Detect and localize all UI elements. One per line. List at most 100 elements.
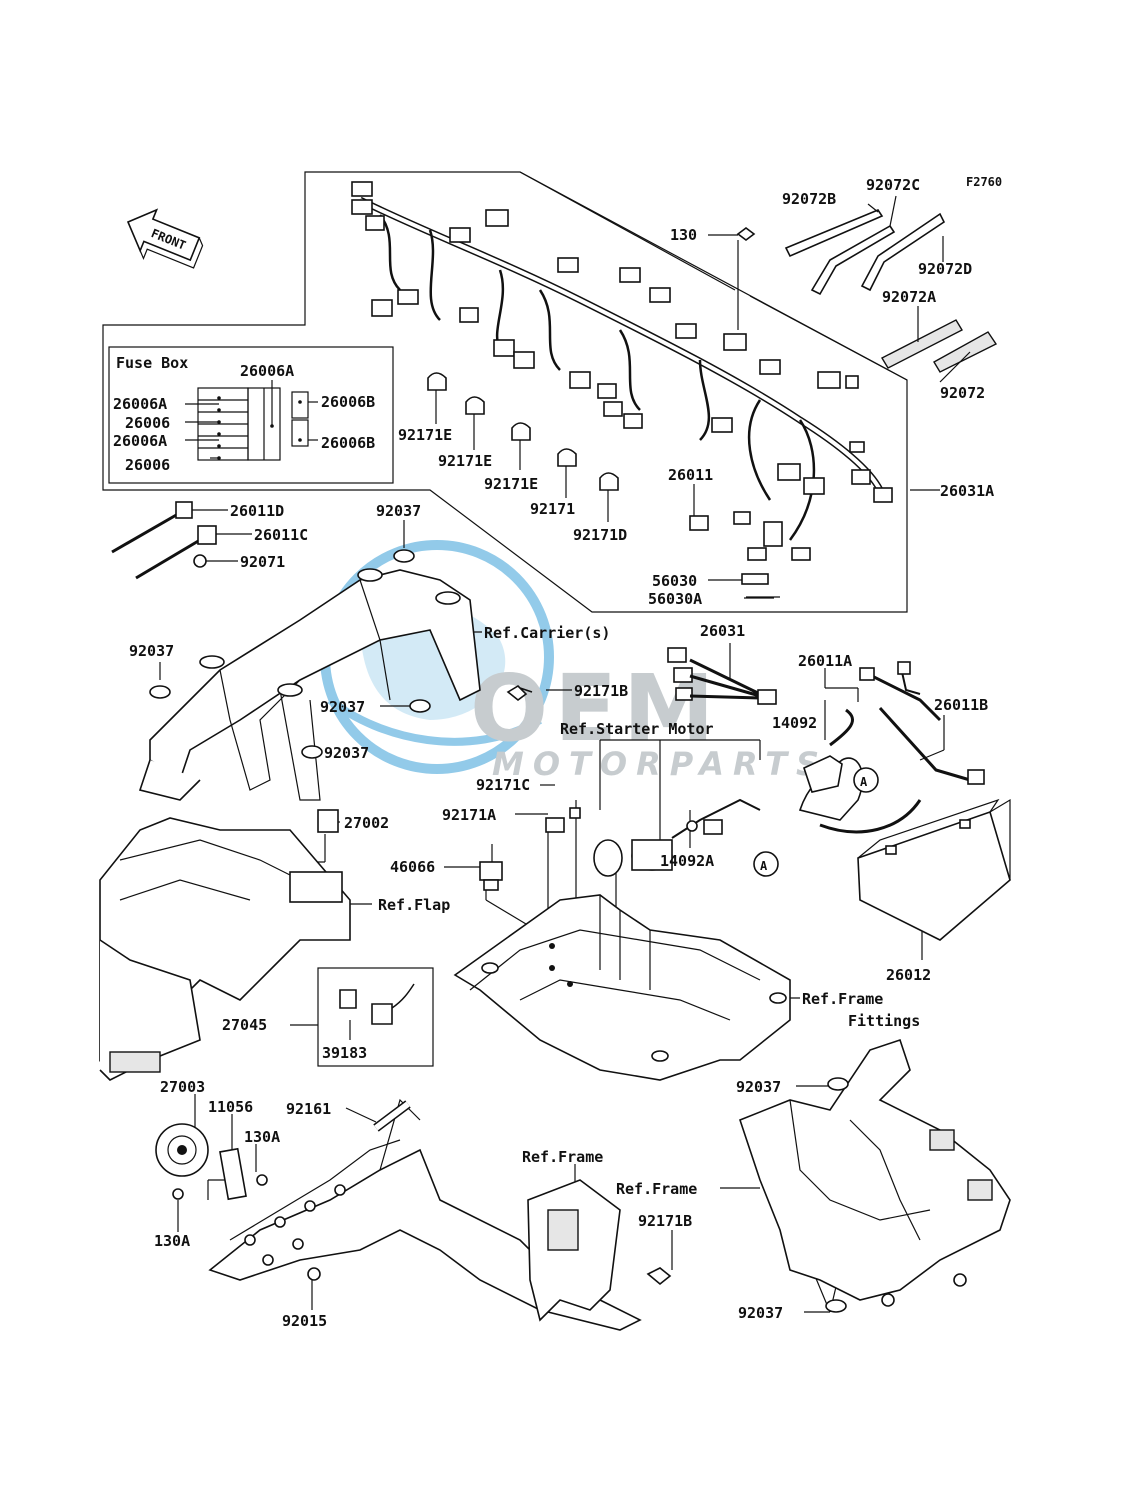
callout-27045: 27045 [222,1016,267,1034]
cable-26011C [135,525,217,580]
switch-27045 [339,983,415,1025]
battery-26012 [857,798,1011,941]
watermark-sub: MOTORPARTS [492,745,828,783]
callout-26006A-1: 26006A [113,395,167,413]
callout-92037-right-top: 92037 [736,1078,781,1096]
callout-labels: 92072B 92072C 130 92072D 92072A 92072 92… [129,176,994,1330]
bracket-11056 [219,1147,247,1201]
bolt-130A-left-icon [172,1188,184,1200]
callout-92071: 92071 [240,553,285,571]
clamp-92037-right-top-icon [827,1077,849,1091]
callout-92072A: 92072A [882,288,936,306]
battery-cables [798,661,985,834]
clamp-92171B-lower-icon [646,1267,672,1286]
callout-26011: 26011 [668,466,713,484]
fuse-box-panel [108,346,394,484]
callout-130A-right: 130A [244,1128,280,1146]
callout-ref-frame-fittings: Ref.Frame [802,990,883,1008]
callout-ref-starter-motor: Ref.Starter Motor [560,720,714,738]
callout-26006B-1: 26006B [321,393,375,411]
callout-11056: 11056 [208,1098,253,1116]
clamp-92037-lower-icon [301,745,323,759]
callout-27002: 27002 [344,814,389,832]
clamp-92037-right-bottom-icon [825,1299,847,1313]
callout-27003: 27003 [160,1078,205,1096]
callout-92072C: 92072C [866,176,920,194]
battery-tray [453,894,791,1081]
callout-92072: 92072 [940,384,985,402]
tube-92161 [373,1100,411,1132]
callout-92171D: 92171D [573,526,627,544]
callout-130A-left: 130A [154,1232,190,1250]
callout-39183: 39183 [322,1044,367,1062]
callout-14092A: 14092A [660,852,714,870]
callout-92072D: 92072D [918,260,972,278]
sub-harness-26031 [667,647,777,705]
callout-92171E-2: 92171E [438,452,492,470]
marker-a-right-icon [853,767,879,793]
callout-46066: 46066 [390,858,435,876]
callout-26006-2: 26006 [125,456,170,474]
callout-ref-frame-right: Ref.Frame [616,1180,697,1198]
callout-92171A: 92171A [442,806,496,824]
starter-relay [593,798,761,877]
marker-a-mid: A [760,859,768,873]
callout-fittings: Fittings [848,1012,920,1030]
fuse-box-title: Fuse Box [116,354,188,372]
callout-26006B-2: 26006B [321,434,375,452]
nut-92071-icon [193,554,207,568]
callout-92171: 92171 [530,500,575,518]
callout-92171E-1: 92171E [398,426,452,444]
carrier-frame [138,568,481,801]
callout-92171B-lower: 92171B [638,1212,692,1230]
cable-ties [736,209,998,373]
callout-130: 130 [670,226,697,244]
callout-26006A-2: 26006A [113,432,167,450]
clamp-92171B-icon [506,684,533,702]
callout-26006A-top: 26006A [240,362,294,380]
frame-bracket-center [527,1179,621,1322]
callout-26031: 26031 [700,622,745,640]
callout-92037-right-bottom: 92037 [738,1304,783,1322]
fuse-box-grid [185,380,318,461]
label-plate-56030 [741,573,769,585]
callout-92171B-upper: 92171B [574,682,628,700]
callout-ref-frame-center: Ref.Frame [522,1148,603,1166]
callout-92037-top: 92037 [376,502,421,520]
front-arrow-icon: FRONT [126,208,204,269]
callout-92037-lower: 92037 [324,744,369,762]
callout-ref-carrier: Ref.Carrier(s) [484,624,610,642]
callout-92037-mid: 92037 [320,698,365,716]
marker-a-mid-icon [753,851,779,877]
callout-92171E-3: 92171E [484,475,538,493]
callout-ref-flap: Ref.Flap [378,896,450,914]
harness-frame-outline [102,171,908,613]
clamp-92037-mid-icon [409,699,431,713]
figure-code: F2760 [966,175,1002,189]
marker-a-right: A [860,775,868,789]
harness-clamps [427,372,619,491]
callout-92161: 92161 [286,1100,331,1118]
cable-26011D [111,501,193,554]
switch-27045-panel [317,967,434,1067]
callout-26011C: 26011C [254,526,308,544]
callout-14092: 14092 [772,714,817,732]
callout-56030A: 56030A [648,590,702,608]
main-wire-harness [351,181,893,561]
frame-right [739,1038,1011,1307]
callout-92037-left: 92037 [129,642,174,660]
rear-fender [99,817,351,1081]
horn-27003 [155,1123,209,1177]
switch-27002 [317,809,339,833]
callout-26031A: 26031A [940,482,994,500]
callout-92072B: 92072B [782,190,836,208]
callout-56030: 56030 [652,572,697,590]
clamp-92037-left-icon [149,685,171,699]
callout-26011A: 26011A [798,652,852,670]
callout-26012: 26012 [886,966,931,984]
callout-92171C: 92171C [476,776,530,794]
callout-26011D: 26011D [230,502,284,520]
bolt-130A-right-icon [256,1174,268,1186]
clamp-92171C-icon [569,807,581,819]
